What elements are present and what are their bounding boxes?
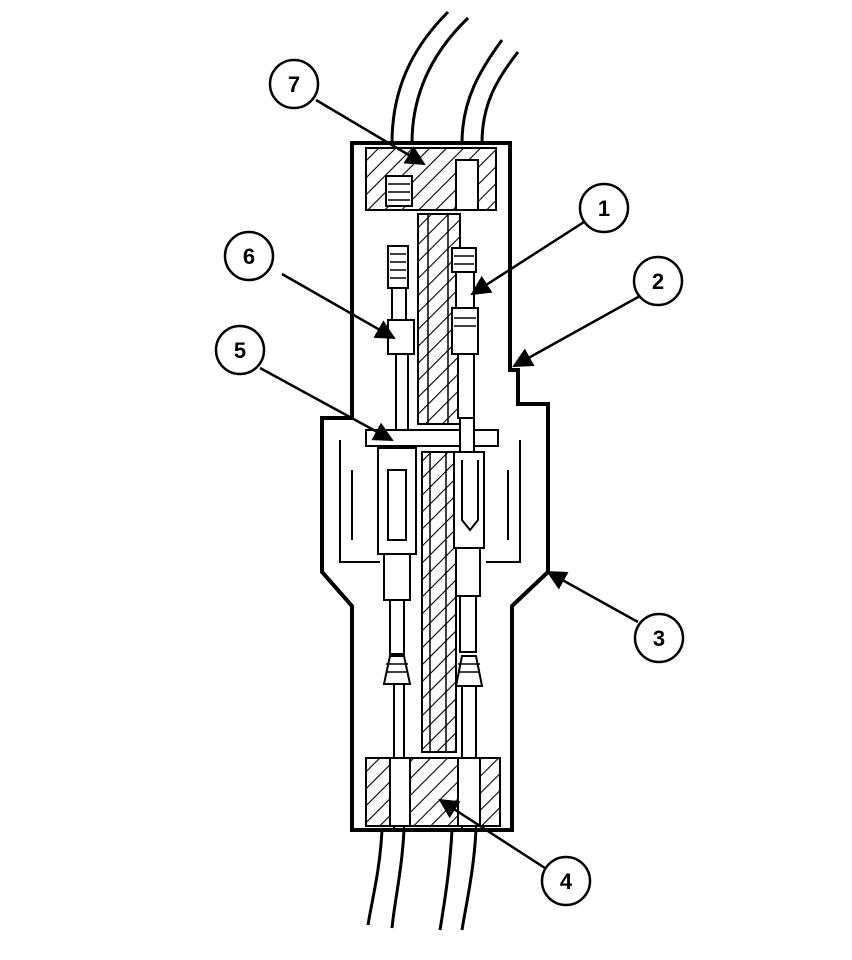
callout-2: 2 [632,255,684,307]
left-contact-pin [377,245,417,685]
svg-text:5: 5 [234,338,246,363]
bottom-cables [366,829,478,931]
callout-1: 1 [578,182,630,234]
svg-text:4: 4 [560,869,573,894]
top-cables [390,10,520,144]
svg-text:2: 2 [652,269,664,294]
callout-6: 6 [223,230,275,282]
right-contact-socket [451,247,485,687]
svg-text:6: 6 [243,244,255,269]
callout-7: 7 [268,58,320,110]
bottom-insert [365,757,501,827]
svg-text:1: 1 [598,196,610,221]
callout-5: 5 [214,324,266,376]
lower-hatched-block [421,451,457,753]
top-insert [365,147,497,211]
svg-text:7: 7 [288,72,300,97]
leader-lines [259,98,641,872]
coupling-sleeve [339,429,521,563]
svg-text:3: 3 [653,626,665,651]
callout-3: 3 [633,612,685,664]
callout-4: 4 [540,855,592,907]
